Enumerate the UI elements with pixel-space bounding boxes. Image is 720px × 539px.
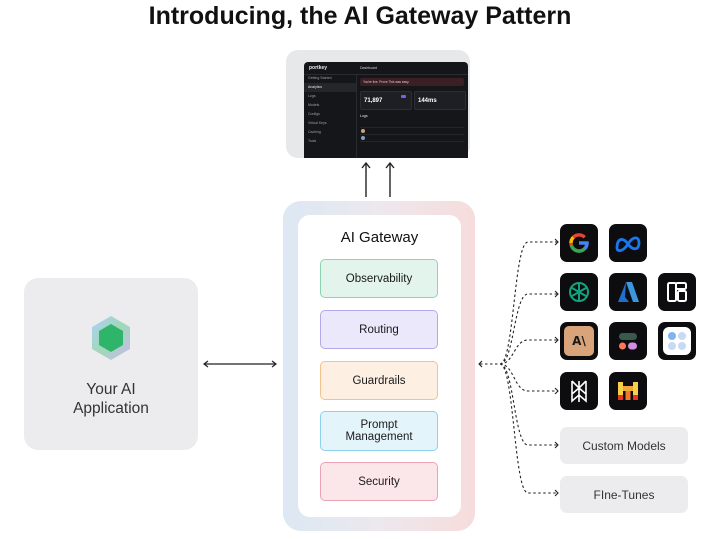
fine-tunes-pill: FIne-Tunes [560,476,688,513]
meta-icon [615,236,641,252]
dashboard-metric-value: 71,897 [364,98,383,104]
routing-module: Routing [320,310,438,349]
prompt-management-module: Prompt Management [320,411,438,451]
dashboard-banner: You're live. Prove This was easy. [360,78,464,86]
gateway-to-dashboard-arrows [361,161,395,197]
custom-models-label: Custom Models [582,438,666,453]
dashboard-log-row [360,129,464,135]
app-hexagon-icon [92,316,130,360]
app-label-line: Your AI [86,381,136,398]
meta-tile [609,224,647,262]
app-gateway-arrow [203,360,277,368]
dashboard-nav-item: Configs [308,112,320,116]
blocks-icon [667,282,687,302]
dashboard-sidebar: Getting Started Analytics Logs Models Co… [304,74,357,158]
openai-tile [560,273,598,311]
fine-tunes-label: FIne-Tunes [593,487,655,502]
google-icon [569,233,589,253]
page-title: Introducing, the AI Gateway Pattern [148,2,572,30]
dashboard-badge [401,95,406,98]
module-label: Prompt [360,419,398,431]
up-arrow-head [385,161,395,169]
dashboard-screenshot: portkey Dashboard Getting Started Analyt… [304,62,468,158]
ai-application-label: Your AI Application [24,380,198,418]
avatar [361,129,365,133]
grid-model-tile [658,273,696,311]
dashboard-log-row [360,136,464,142]
mistral-tile [609,372,647,410]
dashboard-nav-item: Caching [308,130,321,134]
module-label: Management [345,431,413,443]
dots-tile [658,322,696,360]
app-label-line: Application [73,400,149,417]
dashboard-brand: portkey [309,65,328,71]
mistral-icon [618,382,638,400]
custom-models-pill: Custom Models [560,427,688,464]
dashboard-metric-value: 144ms [418,98,437,104]
security-module: Security [320,462,438,501]
module-label: Guardrails [352,374,406,387]
module-label: Routing [359,323,399,336]
dashboard-nav-item: Getting Started [308,76,332,80]
avatar [361,136,365,140]
dashboard-nav-item: Virtual Keys [308,121,327,125]
dashboard-nav-item: Analytics [304,83,356,92]
ai-application-box [24,278,198,450]
google-tile [560,224,598,262]
perplexity-icon [571,380,587,403]
perplexity-tile [560,372,598,410]
azure-icon [618,282,639,302]
cohere-tile [609,322,647,360]
provider-connectors [478,238,559,497]
anthropic-icon: A\ [564,326,594,356]
guardrails-module: Guardrails [320,361,438,400]
gateway-title: AI Gateway [340,229,419,246]
cohere-icon [619,333,637,350]
module-label: Observability [345,272,413,285]
openai-icon [569,282,589,302]
module-label: Security [358,475,400,488]
dashboard-log-row [360,122,464,128]
dashboard-metric-card: 144ms [414,91,466,110]
dashboard-nav-item: Tools [308,139,317,143]
dots-icon [668,332,686,350]
dashboard-nav-item: Logs [308,94,316,98]
dashboard-metric-card: 71,897 [360,91,412,110]
dashboard-logs-label: Logs [360,114,368,118]
dashboard-breadcrumb: Dashboard [360,66,378,70]
up-arrow-head [361,161,371,169]
dashboard-topbar: portkey Dashboard [304,62,468,75]
azure-tile [609,273,647,311]
dashboard-nav-item: Models [308,103,320,107]
observability-module: Observability [320,259,438,298]
anthropic-tile: A\ [560,322,598,360]
